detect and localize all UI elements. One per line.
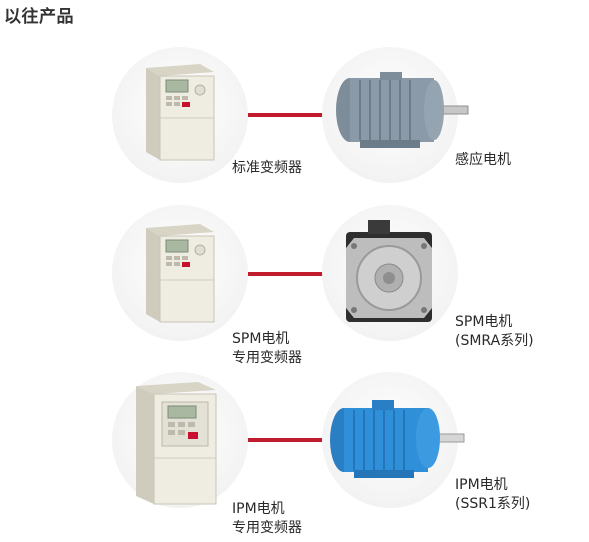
spm-inverter-image bbox=[146, 224, 215, 323]
motor-label-spm-line1: SPM电机 bbox=[455, 314, 513, 330]
motor-label-ipm-line1: IPM电机 bbox=[455, 477, 508, 493]
motor-label-spm-line2: (SMRA系列) bbox=[455, 333, 534, 349]
connector-line-2 bbox=[248, 272, 326, 276]
drive-label-standard: 标准变频器 bbox=[232, 160, 302, 176]
drive-label-ipm-line2: 专用变频器 bbox=[232, 520, 302, 536]
spm-motor-image bbox=[346, 220, 432, 322]
connector-line-3 bbox=[248, 438, 326, 442]
connector-line-1 bbox=[248, 113, 326, 117]
ipm-motor-image bbox=[330, 400, 465, 478]
drive-label-spm-line2: 专用变频器 bbox=[232, 350, 302, 366]
induction-motor-image bbox=[336, 72, 469, 148]
standard-inverter-image bbox=[146, 64, 215, 161]
motor-label-ipm-line2: (SSR1系列) bbox=[455, 496, 531, 512]
motor-label-induction: 感应电机 bbox=[455, 152, 511, 168]
ipm-inverter-image bbox=[136, 382, 217, 505]
page-title: 以往产品 bbox=[4, 7, 74, 27]
drive-label-spm-line1: SPM电机 bbox=[232, 331, 290, 347]
drive-label-ipm-line1: IPM电机 bbox=[232, 501, 285, 517]
